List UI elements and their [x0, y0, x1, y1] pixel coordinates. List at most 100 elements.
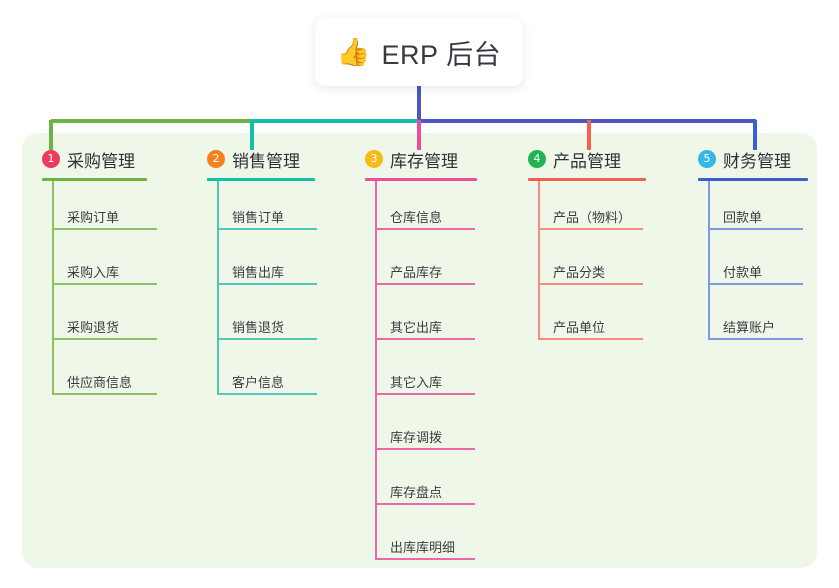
column-2: 2 销售管理销售订单销售出库销售退货客户信息: [207, 146, 317, 401]
column-1: 1 采购管理采购订单采购入库采购退货供应商信息: [42, 146, 157, 401]
leaf-label: 其它出库: [390, 320, 443, 335]
leaf-underline: [217, 338, 317, 340]
leaf-node[interactable]: 采购入库: [42, 236, 157, 291]
leaf-node[interactable]: 付款单: [698, 236, 808, 291]
diagram-background-panel: [22, 133, 817, 568]
column-badge-1: 1: [42, 150, 60, 168]
column-spine-3: [375, 181, 377, 560]
leaf-label: 产品分类: [553, 265, 606, 280]
leaf-underline: [375, 338, 475, 340]
leaf-label: 库存盘点: [390, 485, 443, 500]
column-title-1: 采购管理: [67, 151, 135, 171]
column-title-5: 财务管理: [723, 151, 791, 171]
leaf-node[interactable]: 产品分类: [528, 236, 646, 291]
column-badge-2: 2: [207, 150, 225, 168]
leaf-label: 仓库信息: [390, 210, 443, 225]
leaf-node[interactable]: 其它出库: [365, 291, 477, 346]
column-title-2: 销售管理: [232, 151, 300, 171]
column-3: 3 库存管理仓库信息产品库存其它出库其它入库库存调拨库存盘点出库库明细: [365, 146, 477, 566]
leaf-label: 回款单: [723, 210, 763, 225]
leaf-label: 库存调拨: [390, 430, 443, 445]
leaf-underline: [375, 283, 475, 285]
column-underline-4: [528, 178, 646, 181]
column-items-1: 采购订单采购入库采购退货供应商信息: [42, 181, 157, 401]
column-badge-3: 3: [365, 150, 383, 168]
leaf-node[interactable]: 产品单位: [528, 291, 646, 346]
leaf-node[interactable]: 销售退货: [207, 291, 317, 346]
leaf-node[interactable]: 回款单: [698, 181, 808, 236]
leaf-label: 销售订单: [232, 210, 285, 225]
leaf-node[interactable]: 仓库信息: [365, 181, 477, 236]
leaf-label: 供应商信息: [67, 375, 133, 390]
leaf-node[interactable]: 采购订单: [42, 181, 157, 236]
thumbs-up-icon: 👍: [336, 36, 371, 67]
leaf-node[interactable]: 销售出库: [207, 236, 317, 291]
leaf-label: 付款单: [723, 265, 763, 280]
root-node-label: ERP 后台: [381, 39, 502, 70]
column-spine-1: [52, 181, 54, 395]
leaf-underline: [217, 228, 317, 230]
leaf-underline: [375, 448, 475, 450]
column-header-3[interactable]: 3 库存管理: [365, 146, 477, 172]
leaf-underline: [708, 283, 803, 285]
leaf-underline: [538, 228, 643, 230]
leaf-label: 采购退货: [67, 320, 120, 335]
leaf-node[interactable]: 产品库存: [365, 236, 477, 291]
column-badge-4: 4: [528, 150, 546, 168]
column-spine-4: [538, 181, 540, 340]
column-header-2[interactable]: 2 销售管理: [207, 146, 315, 172]
leaf-node[interactable]: 库存盘点: [365, 456, 477, 511]
leaf-node[interactable]: 客户信息: [207, 346, 317, 401]
leaf-label: 产品库存: [390, 265, 443, 280]
leaf-underline: [375, 503, 475, 505]
leaf-label: 其它入库: [390, 375, 443, 390]
column-items-4: 产品（物料） 产品分类产品单位: [528, 181, 646, 346]
column-5: 5 财务管理回款单付款单结算账户: [698, 146, 808, 346]
leaf-label: 出库库明细: [390, 540, 456, 555]
leaf-underline: [538, 283, 643, 285]
leaf-node[interactable]: 采购退货: [42, 291, 157, 346]
column-items-2: 销售订单销售出库销售退货客户信息: [207, 181, 317, 401]
leaf-node[interactable]: 销售订单: [207, 181, 317, 236]
column-spine-2: [217, 181, 219, 395]
column-4: 4 产品管理产品（物料） 产品分类产品单位: [528, 146, 646, 346]
leaf-label: 采购入库: [67, 265, 120, 280]
leaf-underline: [52, 393, 157, 395]
leaf-label: 产品（物料）: [553, 210, 632, 225]
leaf-node[interactable]: 库存调拨: [365, 401, 477, 456]
column-title-4: 产品管理: [553, 151, 621, 171]
leaf-underline: [375, 558, 475, 560]
column-underline-5: [698, 178, 808, 181]
leaf-node[interactable]: 供应商信息: [42, 346, 157, 401]
column-badge-5: 5: [698, 150, 716, 168]
leaf-label: 客户信息: [232, 375, 285, 390]
leaf-node[interactable]: 产品（物料）: [528, 181, 646, 236]
leaf-underline: [708, 228, 803, 230]
root-node[interactable]: 👍 ERP 后台: [315, 18, 523, 86]
leaf-node[interactable]: 出库库明细: [365, 511, 477, 566]
leaf-node[interactable]: 结算账户: [698, 291, 808, 346]
leaf-label: 产品单位: [553, 320, 606, 335]
leaf-underline: [538, 338, 643, 340]
leaf-underline: [375, 393, 475, 395]
leaf-underline: [52, 283, 157, 285]
leaf-label: 销售退货: [232, 320, 285, 335]
leaf-node[interactable]: 其它入库: [365, 346, 477, 401]
column-header-5[interactable]: 5 财务管理: [698, 146, 808, 172]
leaf-underline: [217, 283, 317, 285]
leaf-underline: [708, 338, 803, 340]
leaf-underline: [52, 228, 157, 230]
column-underline-2: [207, 178, 315, 181]
leaf-underline: [375, 228, 475, 230]
leaf-label: 结算账户: [723, 320, 776, 335]
leaf-label: 采购订单: [67, 210, 120, 225]
column-underline-3: [365, 178, 477, 181]
column-spine-5: [708, 181, 710, 340]
leaf-underline: [217, 393, 317, 395]
leaf-label: 销售出库: [232, 265, 285, 280]
column-header-4[interactable]: 4 产品管理: [528, 146, 646, 172]
column-underline-1: [42, 178, 147, 181]
column-title-3: 库存管理: [390, 151, 458, 171]
column-header-1[interactable]: 1 采购管理: [42, 146, 147, 172]
